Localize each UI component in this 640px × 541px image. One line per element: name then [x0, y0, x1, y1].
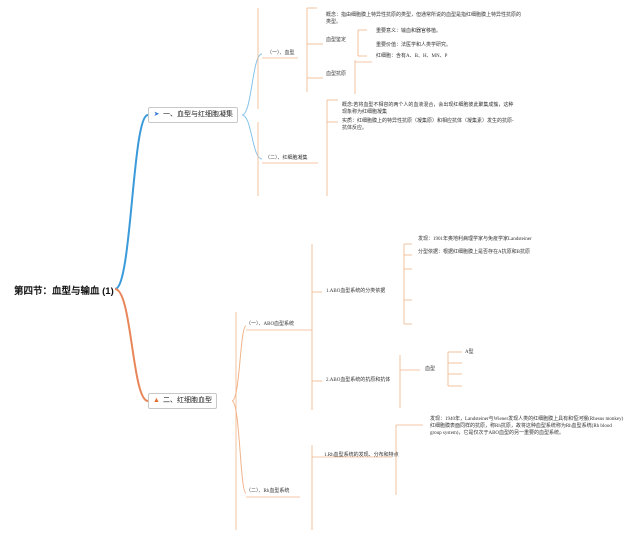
branch-label: 二、红细胞血型	[163, 397, 212, 404]
node-blood-type-identification[interactable]: 血型鉴定	[326, 38, 347, 43]
node-type-a[interactable]: A型	[465, 350, 474, 355]
node-significance-2[interactable]: 重要价值：法医学和人类学研究。	[376, 43, 452, 48]
node-abo-classification[interactable]: 1.ABO血型系统的分类依据	[326, 289, 386, 294]
flame-icon: ▲	[153, 397, 160, 404]
node-abo-typing-basis[interactable]: 分型依据：根据红细胞膜上是否存在A抗原和B抗原	[418, 250, 530, 255]
node-abo-antigen-antibody[interactable]: 2.ABO血型系统的抗原和抗体	[326, 378, 391, 383]
node-blood-type[interactable]: （一）、血型	[267, 51, 295, 56]
node-agglutination-essence[interactable]: 实质：红细胞膜上的特异性抗原（凝集原）和相应抗体（凝集素）发生的抗原-抗体反应。	[342, 119, 514, 131]
node-rh-discovery[interactable]: 1.Rh血型系统的发现、分布和特点	[324, 453, 399, 458]
node-significance-1[interactable]: 重要意义：输血和器官移植。	[376, 29, 442, 34]
root-node[interactable]: 第四节：血型与输血 (1)	[14, 286, 114, 297]
node-rh-discovery-text[interactable]: 发现：1940年，Landsteiner与Wiener发现人类的红细胞膜上具有和…	[430, 417, 624, 436]
branch-node-rbc-blood-groups[interactable]: ▲二、红细胞血型	[148, 393, 217, 409]
node-blood-type-antigen[interactable]: 血型抗原	[326, 72, 347, 77]
node-abo-discovery[interactable]: 发现：1901年奥地利病理学家与免疫学家Landsteiner	[418, 237, 532, 242]
node-rh-system[interactable]: （二）、Rh血型系统	[246, 489, 290, 494]
branch-label: 一、血型与红细胞凝集	[163, 111, 233, 118]
node-blood-type-concept[interactable]: 概念：指由细胞膜上特异性抗原的类型，但通常所说的血型是指红细胞膜上特异性抗原的类…	[326, 13, 522, 25]
node-rbc-antigens[interactable]: 红细胞：含有A、B、H、MN、P	[376, 54, 448, 59]
node-agglutination-concept[interactable]: 概念:若将血型不相容的两个人的血液混合，会出现红细胞彼此聚集成簇，这种现象称为红…	[342, 103, 514, 115]
node-rbc-agglutination[interactable]: （二）、红细胞凝集	[265, 156, 308, 161]
branch-node-blood-type-agglutination[interactable]: ➤一、血型与红细胞凝集	[148, 107, 238, 123]
node-blood-type[interactable]: 血型	[425, 367, 436, 372]
node-abo-system[interactable]: （一）、ABO血型系统	[246, 322, 295, 327]
paper-plane-icon: ➤	[153, 111, 160, 118]
